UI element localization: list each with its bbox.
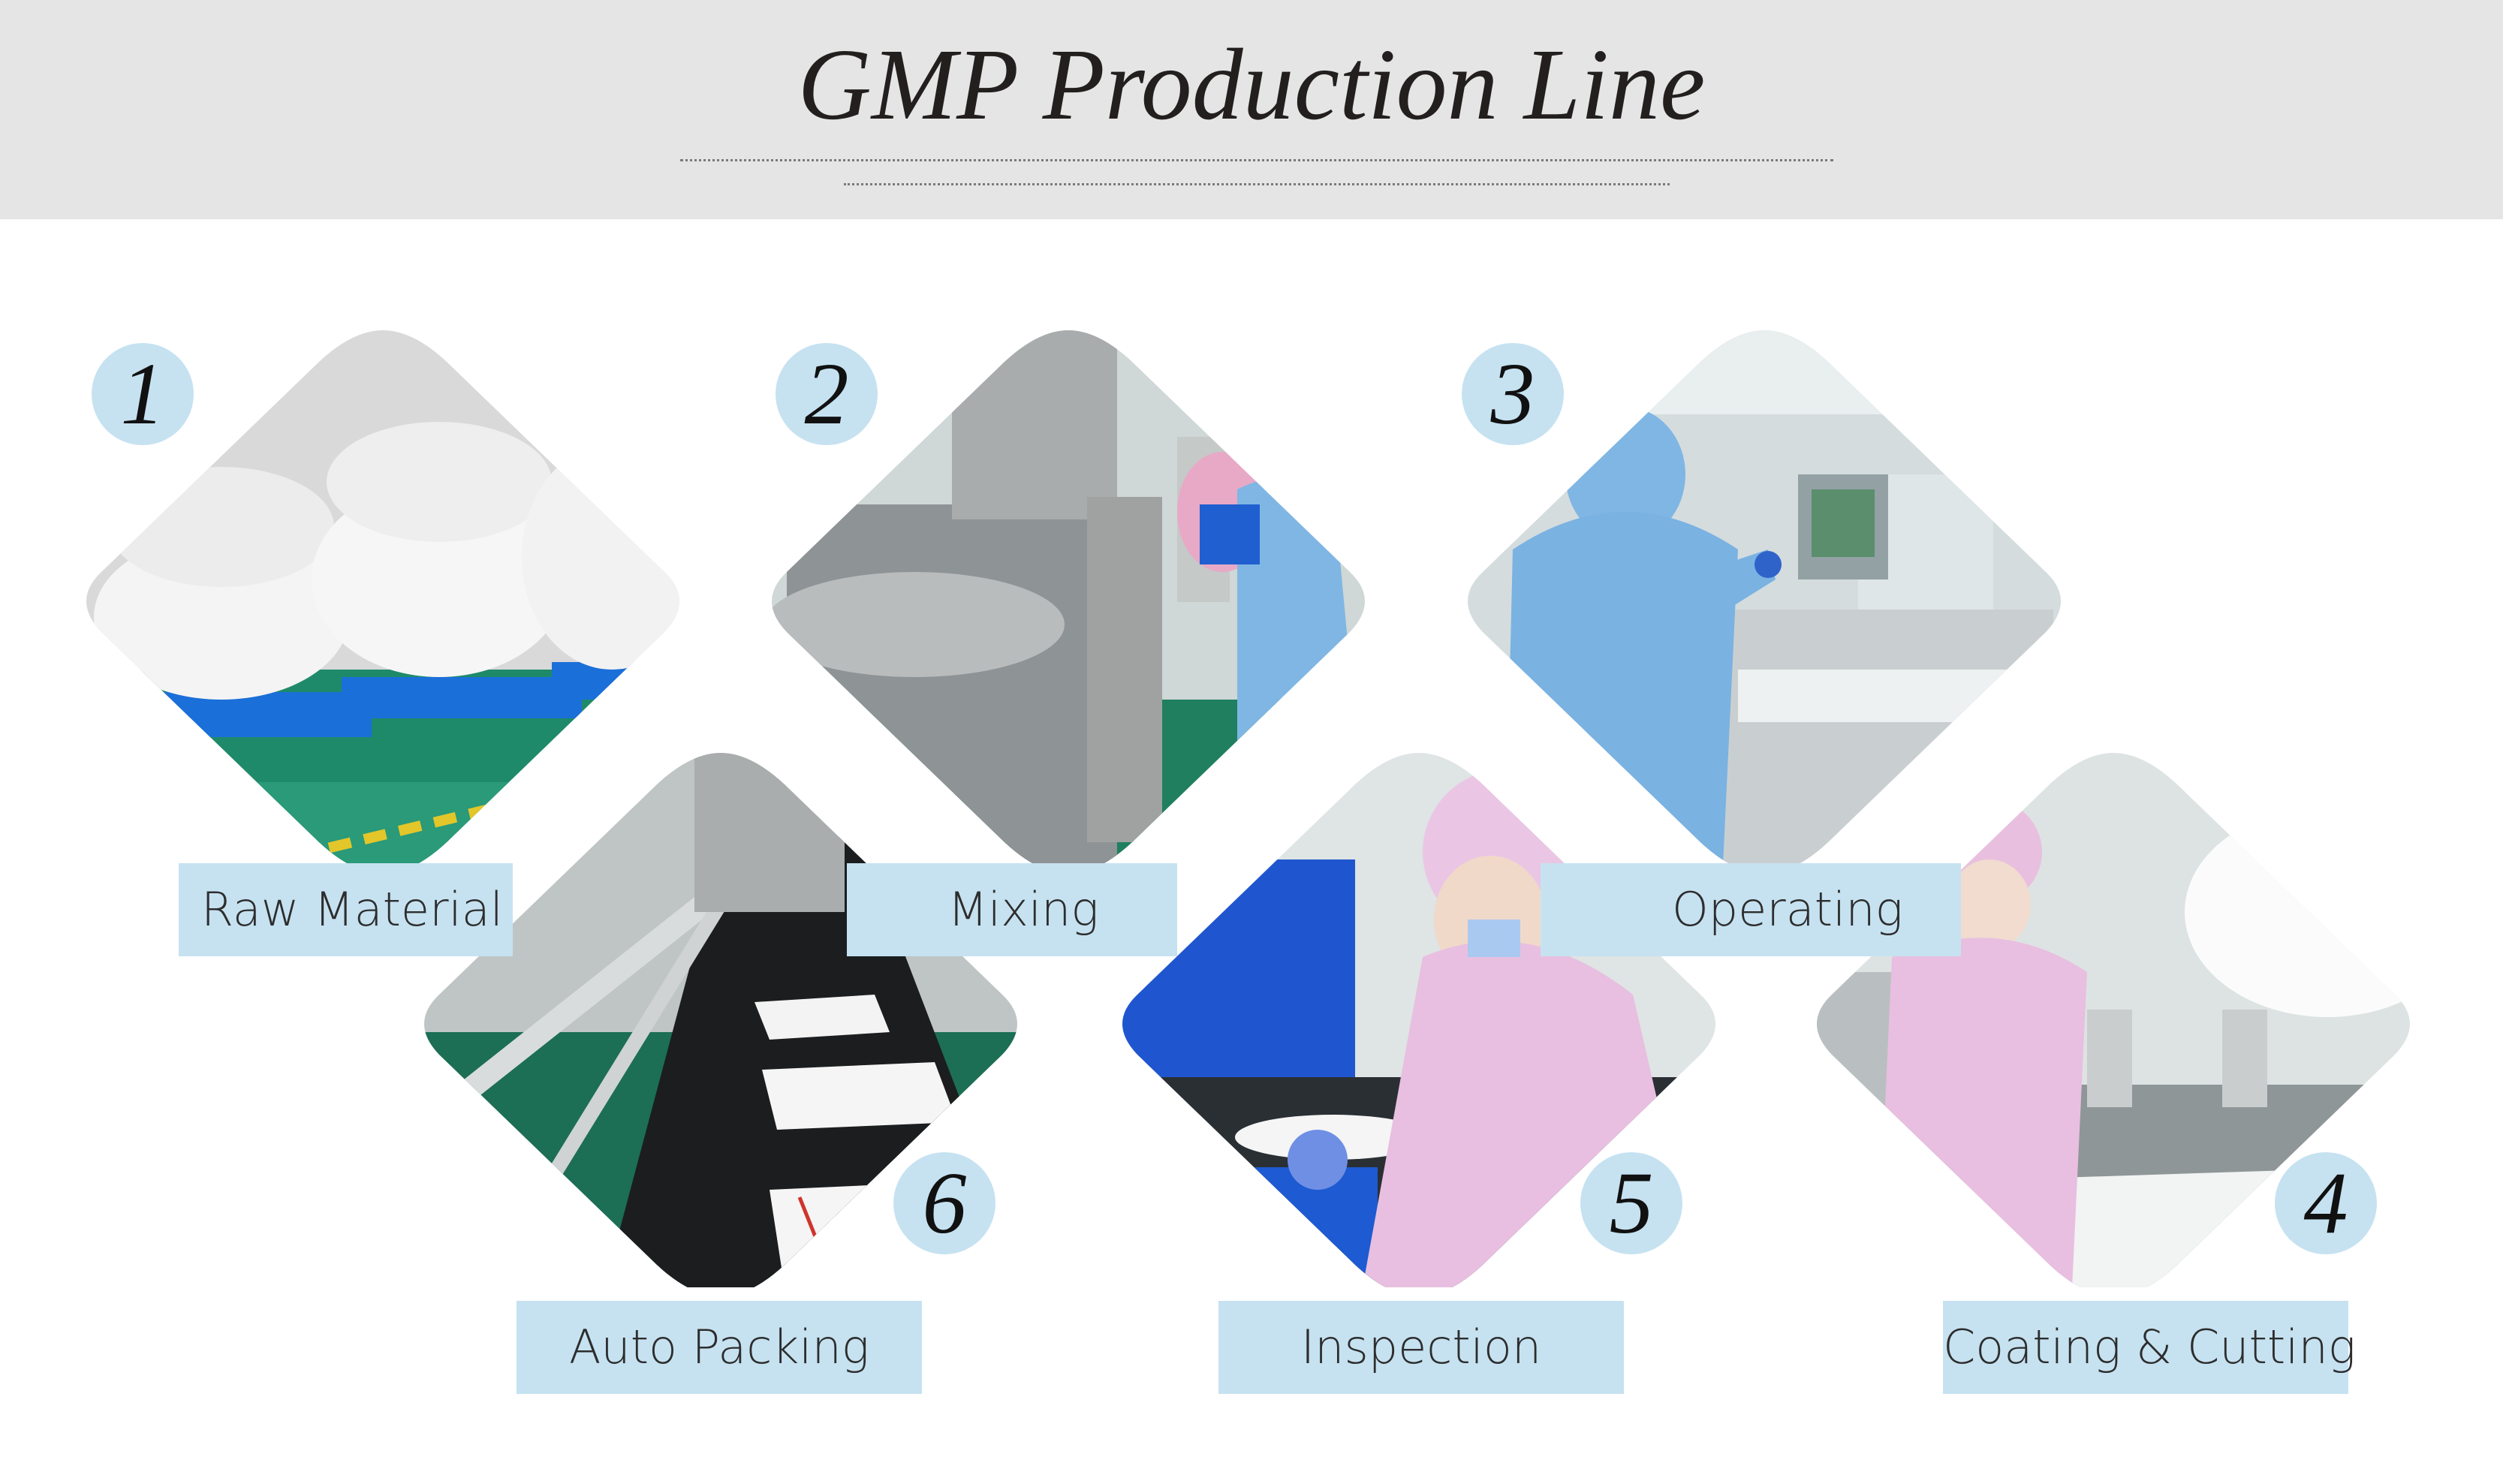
step-label-inspection: Inspection <box>1218 1301 1624 1394</box>
step-label-auto-packing: Auto Packing <box>517 1301 922 1394</box>
page-title: GMP Production Line <box>797 29 1706 141</box>
step-number-badge: 6 <box>893 1152 995 1254</box>
photo-raw-material <box>71 324 694 865</box>
page-header: GMP Production Line <box>0 0 2503 219</box>
step-number-badge: 5 <box>1580 1152 1682 1254</box>
photo-mixing <box>757 324 1380 865</box>
step-number-badge: 4 <box>2275 1152 2377 1254</box>
step-label-raw-material: Raw Material <box>179 863 513 956</box>
step-number-badge: 2 <box>776 343 878 445</box>
step-number-badge: 3 <box>1462 343 1564 445</box>
step-label-operating: Operating <box>1541 863 1961 956</box>
dotted-divider-bottom <box>844 183 1670 185</box>
step-label-mixing: Mixing <box>847 863 1177 956</box>
photo-operating <box>1453 324 2076 865</box>
step-number-badge: 1 <box>92 343 194 445</box>
step-label-coating-cutting: Coating & Cutting <box>1943 1301 2356 1394</box>
dotted-divider-top <box>680 159 1833 161</box>
